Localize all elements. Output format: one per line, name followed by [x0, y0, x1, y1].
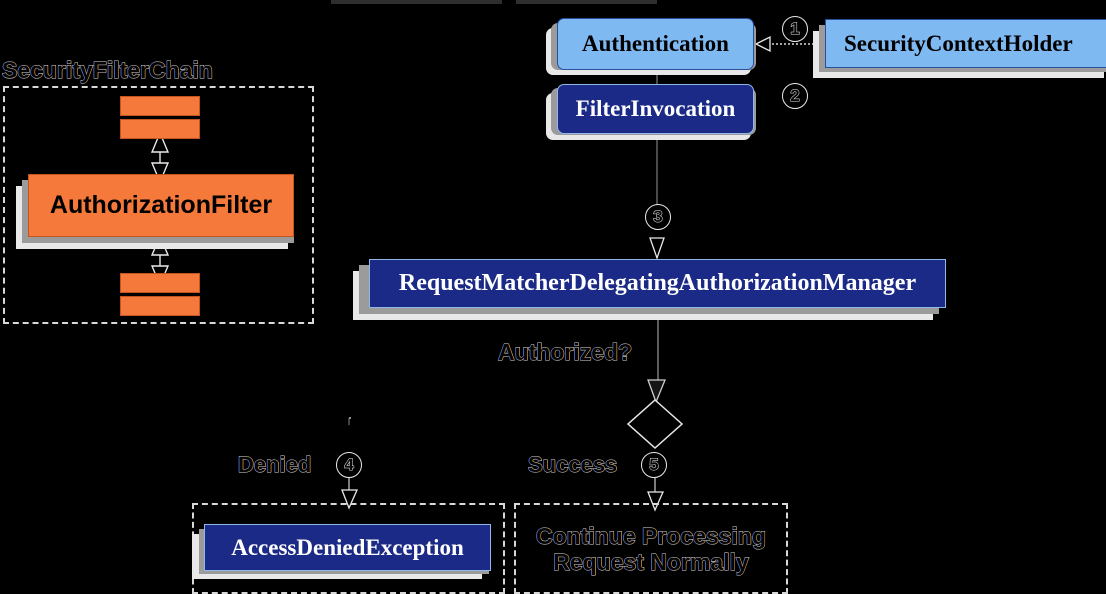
decision-diamond-authorized	[626, 398, 684, 450]
arrowhead-into-decision-diamond	[647, 379, 666, 404]
security-filter-chain-label: SecurityFilterChain	[1, 57, 213, 84]
continue-processing-line-2: Request Normally	[553, 548, 750, 575]
step-marker-3-value: 3	[653, 207, 664, 227]
step-marker-1-value: 1	[790, 19, 801, 39]
authorized-question-label: Authorized?	[497, 339, 633, 366]
filter-bar-below-1	[120, 273, 200, 293]
authorization-manager-box[interactable]: RequestMatcherDelegatingAuthorizationMan…	[369, 259, 946, 308]
arrowhead-into-authorization-manager	[649, 237, 665, 260]
filter-invocation-label: FilterInvocation	[575, 96, 736, 121]
denied-label: Denied	[237, 452, 312, 477]
authorization-filter-label: AuthorizationFilter	[49, 191, 273, 219]
dependency-arrowhead-open	[754, 35, 771, 53]
step-marker-2: 2	[782, 83, 808, 109]
top-cropped-bar-right	[516, 0, 657, 4]
security-context-holder-box[interactable]: SecurityContextHolder	[825, 19, 1106, 68]
security-context-holder-label: SecurityContextHolder	[844, 30, 1073, 56]
branch-junction-dot	[348, 416, 352, 420]
continue-processing-line-1: Continue Processing	[535, 523, 767, 550]
step-marker-4-value: 4	[344, 455, 355, 475]
filter-bar-above-1	[120, 96, 200, 116]
authorization-manager-label: RequestMatcherDelegatingAuthorizationMan…	[398, 270, 917, 296]
step-marker-1: 1	[782, 16, 808, 42]
authorization-filter-box[interactable]: AuthorizationFilter	[28, 174, 294, 237]
step-marker-5-value: 5	[649, 455, 660, 475]
step-marker-5: 5	[641, 452, 667, 478]
filter-invocation-box[interactable]: FilterInvocation	[557, 84, 754, 134]
security-filter-chain-container	[3, 86, 314, 324]
top-cropped-bar-left	[331, 0, 502, 4]
continue-processing-text-block: Continue Processing Request Normally	[514, 523, 788, 576]
success-label: Success	[527, 452, 618, 477]
authentication-label: Authentication	[582, 31, 729, 56]
step-marker-2-value: 2	[790, 86, 801, 106]
filter-bar-above-2	[120, 119, 200, 139]
access-denied-exception-box[interactable]: AccessDeniedException	[204, 524, 491, 571]
step-marker-4: 4	[336, 452, 362, 478]
access-denied-exception-label: AccessDeniedException	[231, 534, 464, 560]
filter-bar-below-2	[120, 296, 200, 316]
authentication-box[interactable]: Authentication	[557, 18, 754, 70]
continue-processing-container	[514, 503, 788, 594]
step-marker-3: 3	[645, 204, 671, 230]
